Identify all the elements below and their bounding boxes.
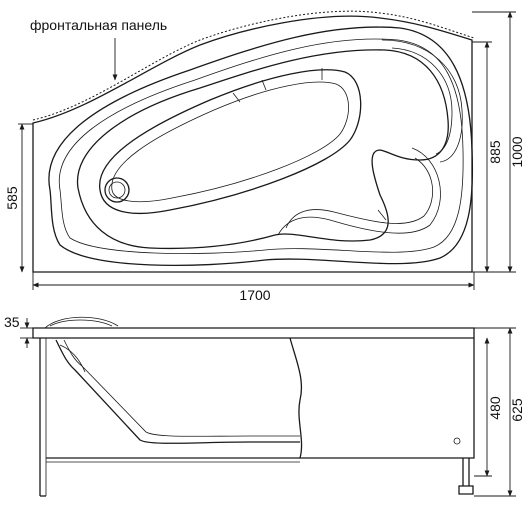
drain-inner — [108, 181, 126, 199]
side-rim — [32, 327, 475, 339]
lower-right-lobe — [277, 147, 441, 236]
drain-outer — [104, 177, 130, 203]
side-backrest — [59, 344, 86, 373]
dim-label-35: 35 — [4, 314, 20, 330]
dim-label-625: 625 — [509, 398, 525, 422]
front-panel-edge — [32, 10, 475, 121]
lower-right-lobe-inner — [285, 157, 433, 229]
dim-label-585: 585 — [4, 186, 20, 210]
backrest-segment — [232, 92, 241, 103]
tub-rim-outline — [48, 26, 474, 267]
top-view: фронтальная панель 585 885 — [4, 10, 525, 303]
right-seat-inner — [391, 47, 453, 155]
tub-frame-outline — [32, 15, 473, 273]
side-headrest-inner — [49, 319, 113, 327]
overflow-fitting — [453, 437, 461, 445]
right-seat — [381, 39, 463, 163]
front-apron — [289, 337, 475, 459]
side-basin-profile — [55, 339, 300, 444]
side-view: 35 480 625 — [4, 314, 525, 497]
dim-label-1700: 1700 — [239, 287, 270, 303]
front-panel-label: фронтальная панель — [30, 17, 167, 33]
backrest-segment — [261, 79, 267, 91]
tub-basin — [76, 49, 449, 250]
backrest-oval — [99, 69, 362, 215]
backrest-oval-inner — [111, 81, 349, 203]
leveling-foot — [458, 458, 474, 495]
seat-segment — [377, 209, 387, 221]
dim-label-1000: 1000 — [509, 136, 525, 167]
side-headrest — [44, 316, 119, 329]
dim-label-480: 480 — [487, 396, 503, 420]
dim-label-885: 885 — [487, 140, 503, 164]
side-basin-profile-inner — [63, 339, 300, 437]
tub-rim-inner — [58, 38, 464, 254]
